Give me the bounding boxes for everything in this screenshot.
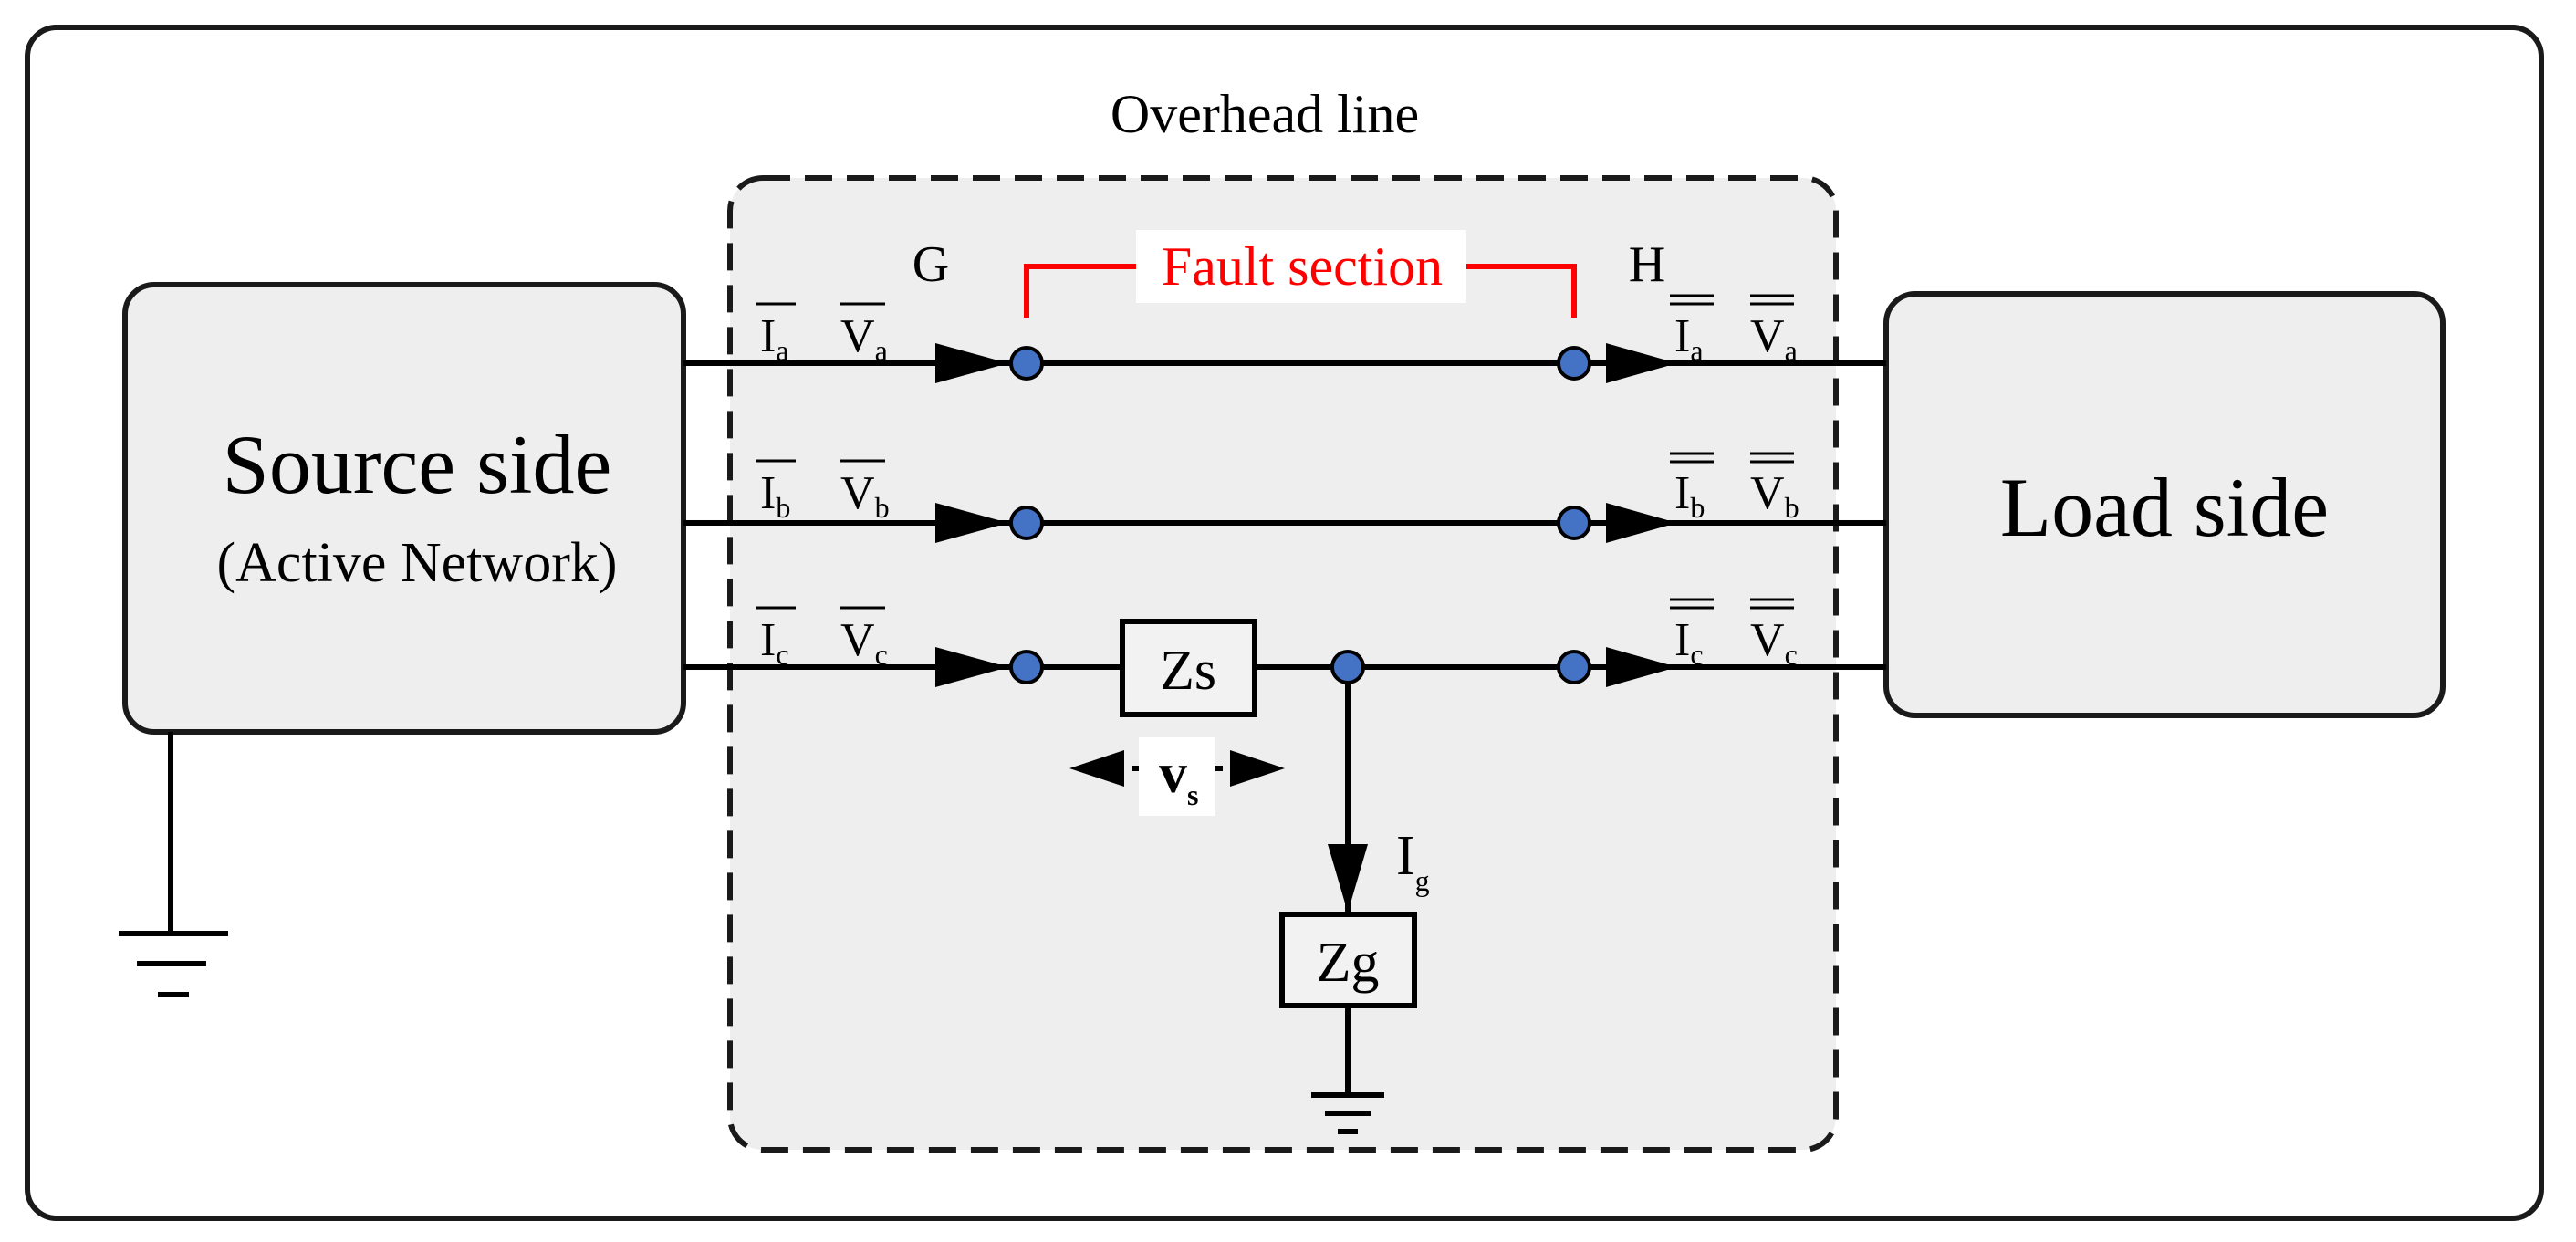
source-v-c-label: Vc	[840, 614, 888, 671]
phase-c-in-arrow-icon	[935, 647, 1008, 687]
load-side-title: Load side	[2000, 461, 2329, 554]
node-h-label: H	[1629, 236, 1665, 293]
source-i-c-label: Ic	[760, 614, 789, 671]
fault-section-bracket	[1024, 264, 1577, 318]
ig-symbol: Ig	[1396, 825, 1430, 897]
node-g-phase-b	[1009, 506, 1044, 540]
ig-arrow-icon	[1328, 844, 1368, 913]
source-side-box	[122, 282, 686, 735]
load-v-b-label: Vb	[1750, 467, 1799, 524]
fault-section-label-bg	[1136, 230, 1466, 303]
source-phase-a-labels: Ia Va	[756, 302, 888, 367]
source-side-title: Source side	[223, 418, 612, 511]
phase-c-out-arrow-icon	[1606, 647, 1677, 687]
node-g-phase-c	[1009, 650, 1044, 684]
node-g-label: G	[913, 236, 949, 293]
source-phase-c-labels: Ic Vc	[756, 606, 888, 671]
load-phase-b-labels: Ib Vb	[1670, 452, 1799, 524]
fault-point-node	[1330, 650, 1365, 684]
source-phase-b-labels: Ib Vb	[756, 459, 890, 524]
node-h-phase-a	[1557, 346, 1591, 381]
zs-impedance-box	[1120, 619, 1257, 717]
phase-a-out-arrow-icon	[1606, 343, 1677, 383]
source-i-a-label: Ia	[760, 310, 789, 367]
load-v-a-label: Va	[1750, 310, 1798, 367]
load-v-c-label: Vc	[1750, 614, 1798, 671]
load-phase-a-labels: Ia Va	[1670, 294, 1798, 367]
load-side-box	[1883, 291, 2446, 718]
load-i-a-label: Ia	[1674, 310, 1704, 367]
zs-label: Zs	[1160, 640, 1216, 702]
load-phase-c-labels: Ic Vc	[1670, 598, 1798, 671]
fault-section-label: Fault section	[1162, 236, 1443, 297]
node-h-phase-c	[1557, 650, 1591, 684]
source-v-a-label: Va	[840, 310, 888, 367]
fault-ground-icon	[1311, 1006, 1384, 1134]
zg-label: Zg	[1317, 932, 1380, 994]
load-i-c-label: Ic	[1674, 614, 1704, 671]
source-i-b-label: Ib	[760, 467, 790, 524]
overhead-line-region	[727, 175, 1839, 1153]
overhead-line-label: Overhead line	[1111, 84, 1419, 144]
phase-a-in-arrow-icon	[935, 343, 1008, 383]
source-side-subtitle: (Active Network)	[217, 532, 618, 594]
load-i-b-label: Ib	[1674, 467, 1705, 524]
vs-label-bg	[1139, 737, 1215, 816]
phase-b-in-arrow-icon	[935, 503, 1008, 543]
node-g-phase-a	[1009, 346, 1044, 381]
source-ground-icon	[119, 732, 228, 997]
node-h-phase-b	[1557, 506, 1591, 540]
source-v-b-label: Vb	[840, 467, 890, 524]
vs-symbol: vs	[1159, 743, 1198, 811]
phase-b-out-arrow-icon	[1606, 503, 1677, 543]
zg-impedance-box	[1279, 912, 1417, 1008]
